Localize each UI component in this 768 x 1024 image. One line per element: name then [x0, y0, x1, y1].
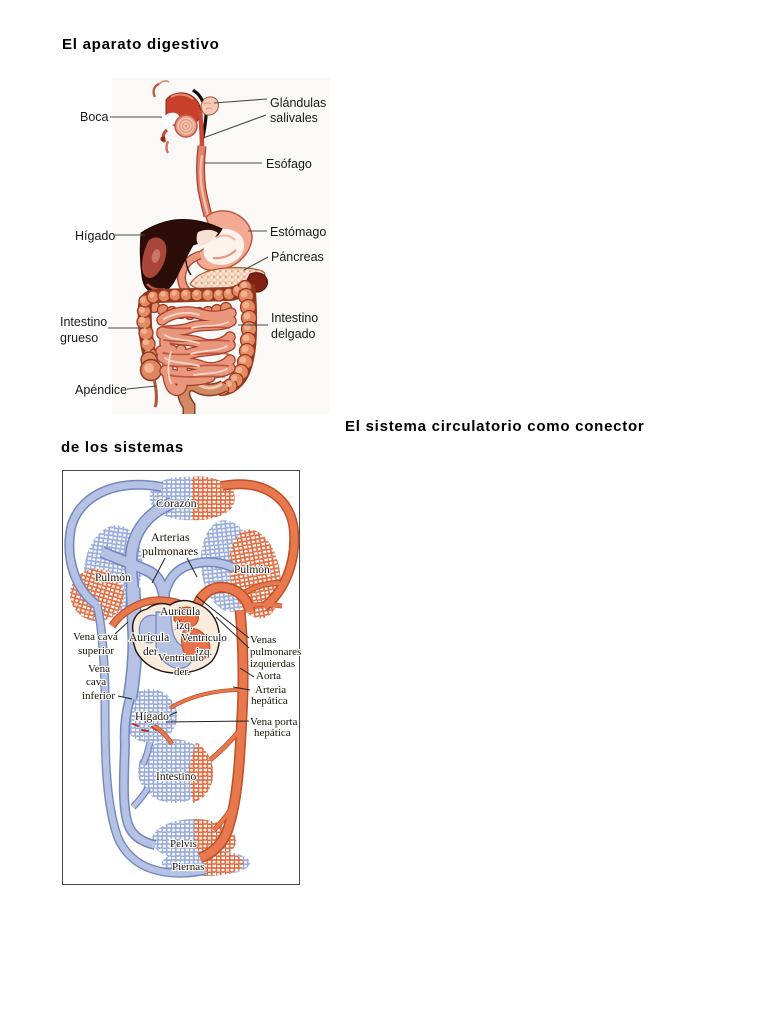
svg-text:Ventrículo: Ventrículo [181, 632, 227, 644]
svg-text:hepática: hepática [251, 695, 288, 707]
svg-text:cava: cava [86, 676, 106, 688]
svg-text:Aurícula: Aurícula [160, 606, 200, 618]
svg-text:Páncreas: Páncreas [271, 250, 324, 264]
svg-text:Intestino: Intestino [156, 771, 196, 783]
svg-text:Intestino: Intestino [60, 315, 107, 329]
svg-text:Intestino: Intestino [271, 311, 318, 325]
svg-text:Apéndice: Apéndice [75, 383, 127, 397]
svg-text:Boca: Boca [80, 110, 109, 124]
svg-text:Hígado: Hígado [135, 711, 169, 723]
svg-text:pulmonares: pulmonares [250, 646, 301, 658]
svg-text:grueso: grueso [60, 331, 98, 345]
svg-text:delgado: delgado [271, 327, 316, 341]
svg-text:pulmonares: pulmonares [142, 544, 198, 558]
svg-text:Vena: Vena [88, 663, 110, 675]
svg-text:Pulmón: Pulmón [95, 572, 131, 584]
svg-text:salivales: salivales [270, 111, 318, 125]
svg-text:Vena porta: Vena porta [250, 716, 297, 728]
svg-text:superior: superior [78, 645, 114, 657]
svg-text:izquierdas: izquierdas [250, 658, 295, 670]
svg-text:Hígado: Hígado [75, 229, 115, 243]
svg-text:izq.: izq. [176, 620, 193, 632]
svg-text:Ventrículo: Ventrículo [158, 652, 204, 664]
svg-text:Venas: Venas [250, 634, 276, 646]
svg-text:der.: der. [174, 666, 190, 678]
svg-text:Pelvis: Pelvis [170, 838, 197, 850]
svg-text:Piernas: Piernas [172, 861, 204, 873]
svg-text:Aurícula: Aurícula [129, 632, 169, 644]
svg-text:Corazón: Corazón [156, 496, 197, 510]
svg-text:Estómago: Estómago [270, 225, 326, 239]
svg-text:izq.: izq. [196, 646, 212, 658]
svg-text:Glándulas: Glándulas [270, 96, 326, 110]
svg-text:Arterias: Arterias [151, 530, 190, 544]
svg-text:Vena cava: Vena cava [73, 631, 118, 643]
svg-text:Aorta: Aorta [256, 670, 281, 682]
svg-text:der.: der. [143, 646, 160, 658]
svg-text:Esófago: Esófago [266, 157, 312, 171]
svg-text:inferior: inferior [82, 690, 115, 702]
svg-text:Arteria: Arteria [255, 684, 286, 696]
svg-text:Pulmón: Pulmón [234, 564, 270, 576]
svg-text:hepática: hepática [254, 727, 291, 739]
